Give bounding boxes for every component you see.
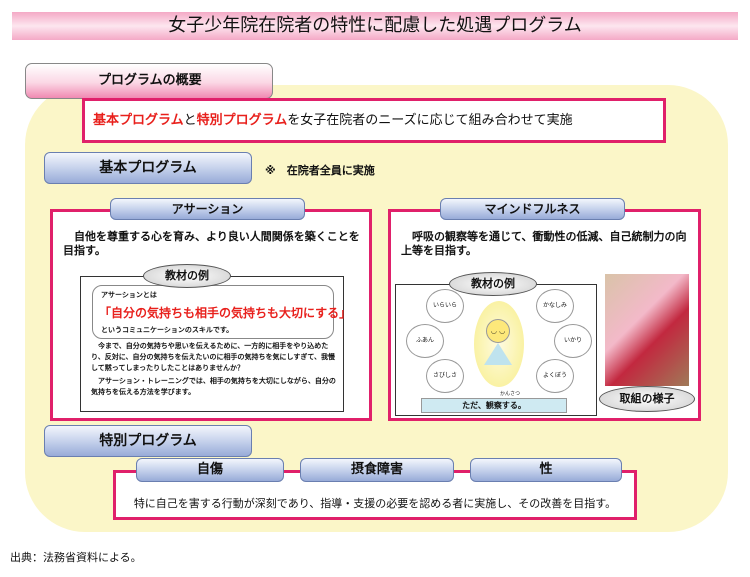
special-item-self-harm: 自傷 xyxy=(136,458,284,482)
assertion-tab: アサーション xyxy=(110,198,305,220)
emotion-bubble: さびしさ xyxy=(426,359,464,393)
assertion-description: 自他を尊重する心を育み、より良い人間関係を築くことを目指す。 xyxy=(63,230,360,257)
definition-quote: 「自分の気持ちも相手の気持ちも大切にする」 xyxy=(99,306,352,320)
definition-title: アサーションとは xyxy=(101,291,157,299)
emotion-bubble: かなしみ xyxy=(536,289,574,323)
mindfulness-panel: 呼吸の観察等を通じて、衝動性の低減、自己統制力の向上等を目指す。 ◡ ◡ いらい… xyxy=(388,209,701,421)
basic-program-note: ※ 在院者全員に実施 xyxy=(265,164,375,177)
activity-photo xyxy=(605,274,689,386)
basic-program-highlight: 基本プログラム xyxy=(93,113,184,128)
mindfulness-tab: マインドフルネス xyxy=(440,198,625,220)
special-program-tab: 特別プログラム xyxy=(44,425,252,457)
emotion-bubble: よくぼう xyxy=(536,359,574,393)
overview-box: 基本プログラムと特別プログラムを女子在院者のニーズに応じて組み合わせて実施 xyxy=(82,98,666,143)
assertion-material: アサーションとは 「自分の気持ちも相手の気持ちも大切にする」 というコミュニケー… xyxy=(80,276,351,412)
assertion-paragraphs: 今まで、自分の気持ちや思いを伝えるために、一方的に相手をやり込めたり、反対に、自… xyxy=(91,341,337,398)
emotion-bubble: いかり xyxy=(554,324,592,358)
mindfulness-description: 呼吸の観察等を通じて、衝動性の低減、自己統制力の向上等を目指す。 xyxy=(401,230,687,257)
special-item-sexual: 性 xyxy=(470,458,622,482)
overview-tab: プログラムの概要 xyxy=(25,63,273,99)
assertion-panel: 自他を尊重する心を育み、より良い人間関係を築くことを目指す。 アサーションとは … xyxy=(50,209,372,421)
page-title: 女子少年院在院者の特性に配慮した処遇プログラム xyxy=(12,12,738,40)
caption-text: ただ、観察する。 xyxy=(462,401,526,410)
assertion-paragraph-2: アサーション・トレーニングでは、相手の気持ちを大切にしながら、自分の気持ちを伝え… xyxy=(91,377,336,396)
overview-text: と xyxy=(183,113,197,128)
definition-sub: というコミュニケーションのスキルです。 xyxy=(101,326,234,334)
assertion-definition-box: アサーションとは 「自分の気持ちも相手の気持ちも大切にする」 というコミュニケー… xyxy=(92,285,351,339)
material-example-label: 教材の例 xyxy=(449,272,537,296)
meditating-face-icon: ◡ ◡ xyxy=(486,319,510,343)
body-icon xyxy=(484,343,512,365)
source-note: 出典：法務省資料による。 xyxy=(10,551,142,564)
photo-label: 取組の様子 xyxy=(599,386,695,412)
assertion-paragraph-1: 今まで、自分の気持ちや思いを伝えるために、一方的に相手をやり込めたり、反対に、自… xyxy=(91,342,336,372)
special-program-highlight: 特別プログラム xyxy=(196,113,288,128)
caption-box: ただ、観察する。 xyxy=(421,398,567,413)
emotion-bubble: いらいら xyxy=(426,289,464,323)
material-example-label: 教材の例 xyxy=(143,264,231,288)
special-program-description: 特に自己を害する行動が深刻であり、指導・支援の必要を認める者に実施し、その改善を… xyxy=(133,497,617,510)
furigana: かんさつ xyxy=(500,391,521,397)
special-item-eating-disorder: 摂食障害 xyxy=(300,458,454,482)
basic-program-tab: 基本プログラム xyxy=(44,152,252,184)
emotion-bubble: ふあん xyxy=(406,324,444,358)
mindfulness-material: ◡ ◡ いらいら かなしみ ふあん いかり さびしさ よくぼう かんさつ ただ、… xyxy=(395,284,597,416)
overview-text: を女子在院者のニーズに応じて組み合わせて実施 xyxy=(287,113,573,128)
